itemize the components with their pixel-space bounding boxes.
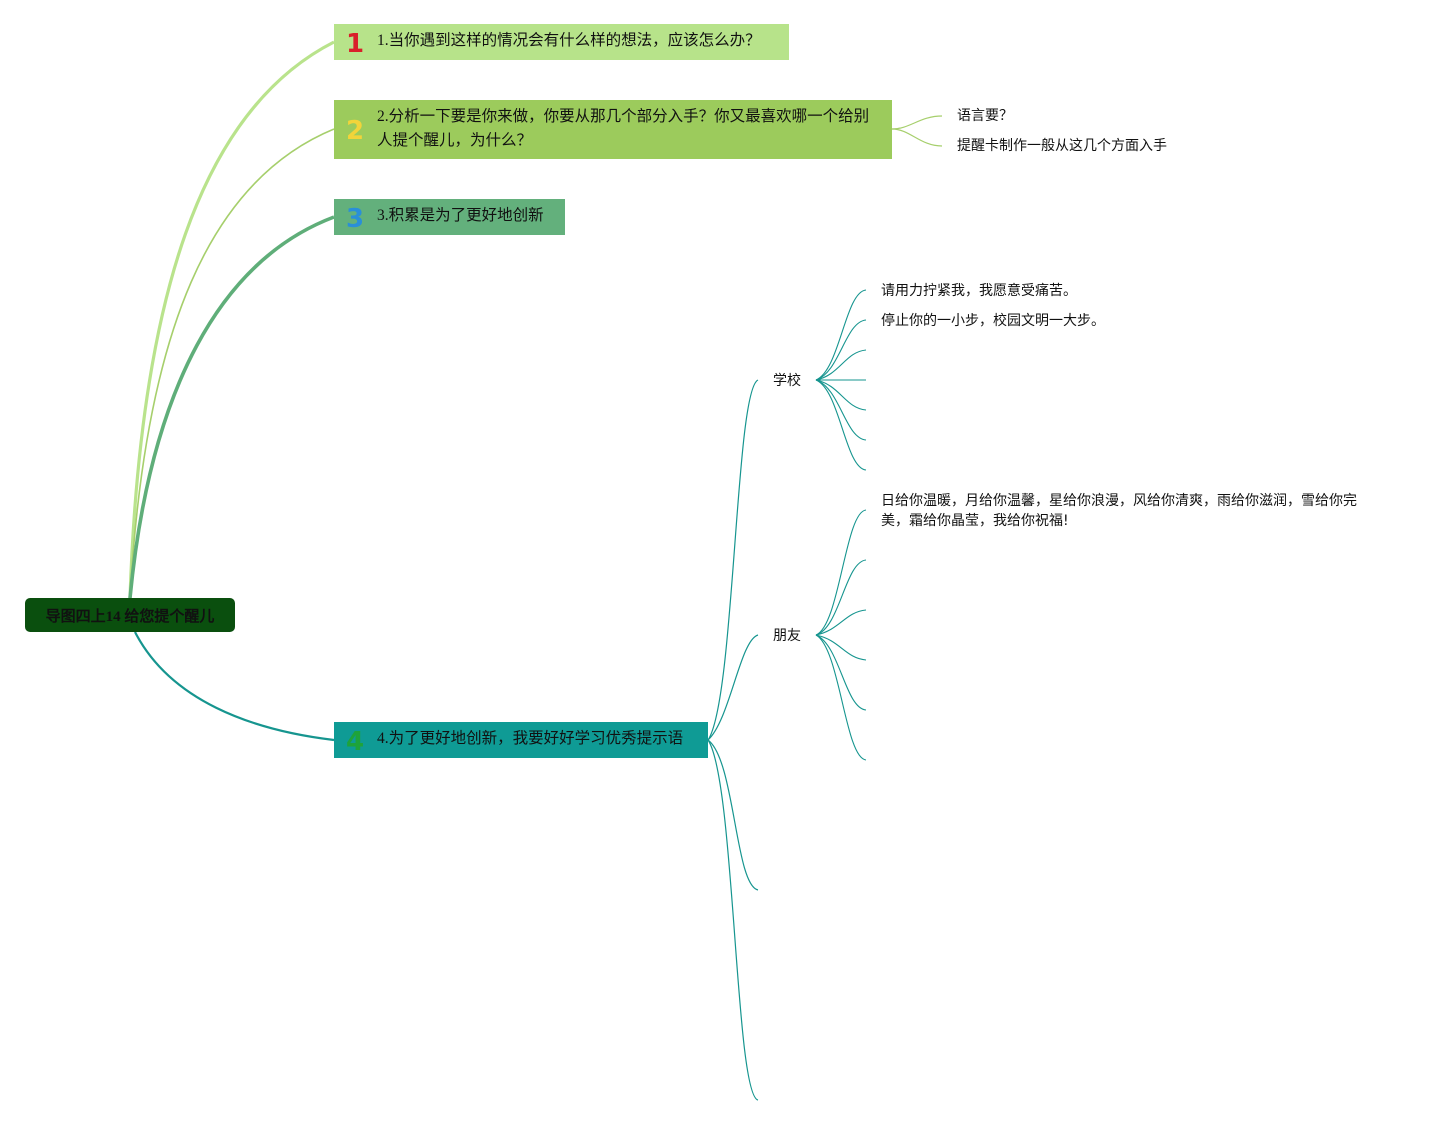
link-friend-3 xyxy=(815,609,867,636)
number-2-icon: 2 xyxy=(346,115,365,146)
branch-2-child-1[interactable]: 语言要？ xyxy=(957,108,1013,124)
branch-3[interactable]: 3 3.积累是为了更好地创新 xyxy=(334,199,565,235)
link-friend-2 xyxy=(815,559,867,636)
link-b2-child1 xyxy=(891,115,943,130)
link-b2-child2 xyxy=(891,128,943,147)
branch-1[interactable]: 1 1.当你遇到这样的情况会有什么样的想法，应该怎么办？ xyxy=(334,24,789,60)
branch-2[interactable]: 2 2.分析一下要是你来做，你要从那几个部分入手？你又最喜欢哪一个给别人提个醒儿… xyxy=(334,100,892,159)
number-1-icon: 1 xyxy=(346,29,365,59)
link-root-branch3 xyxy=(128,215,335,599)
root-topic-label: 导图四上14 给您提个醒儿 xyxy=(45,608,215,625)
branch-4-text: 4.为了更好地创新，我要好好学习优秀提示语 xyxy=(377,730,684,747)
root-topic[interactable]: 导图四上14 给您提个醒儿 xyxy=(25,598,235,632)
link-friend-5 xyxy=(815,634,867,711)
link-school-6 xyxy=(815,379,867,441)
link-b4-school xyxy=(707,379,759,741)
number-4-icon: 4 xyxy=(346,727,365,757)
link-school-1 xyxy=(815,289,867,381)
link-school-3 xyxy=(815,349,867,381)
friend-item-1[interactable]: 日给你温暖，月给你温馨，星给你浪漫，风给你清爽，雨给你滋润，雪给你完美，霜给你晶… xyxy=(881,493,1357,529)
branch-4[interactable]: 4 4.为了更好地创新，我要好好学习优秀提示语 xyxy=(334,722,708,758)
branch-3-text: 3.积累是为了更好地创新 xyxy=(377,207,544,224)
link-friend-1 xyxy=(815,509,867,636)
subtopic-school[interactable]: 学校 xyxy=(773,373,801,389)
link-b4-friend xyxy=(707,634,759,741)
link-friend-6 xyxy=(815,634,867,761)
number-3-icon: 3 xyxy=(346,204,365,234)
link-b4-empty2 xyxy=(707,739,759,1101)
link-school-7 xyxy=(815,379,867,471)
school-item-2[interactable]: 停止你的一小步，校园文明一大步。 xyxy=(881,313,1105,329)
branch-2-child-2[interactable]: 提醒卡制作一般从这几个方面入手 xyxy=(957,138,1167,154)
branch-1-text: 1.当你遇到这样的情况会有什么样的想法，应该怎么办？ xyxy=(377,32,761,49)
link-friend-4 xyxy=(815,634,867,661)
link-root-branch4 xyxy=(134,631,335,742)
link-school-5 xyxy=(815,379,867,411)
subtopic-friend[interactable]: 朋友 xyxy=(773,628,801,644)
link-b4-empty1 xyxy=(707,739,759,891)
link-root-branch2 xyxy=(129,128,335,599)
branch-2-text: 2.分析一下要是你来做，你要从那几个部分入手？你又最喜欢哪一个给别人提个醒儿，为… xyxy=(377,108,870,149)
school-item-1[interactable]: 请用力拧紧我，我愿意受痛苦。 xyxy=(881,283,1077,299)
link-school-2 xyxy=(815,319,867,381)
link-root-branch1 xyxy=(128,40,335,599)
